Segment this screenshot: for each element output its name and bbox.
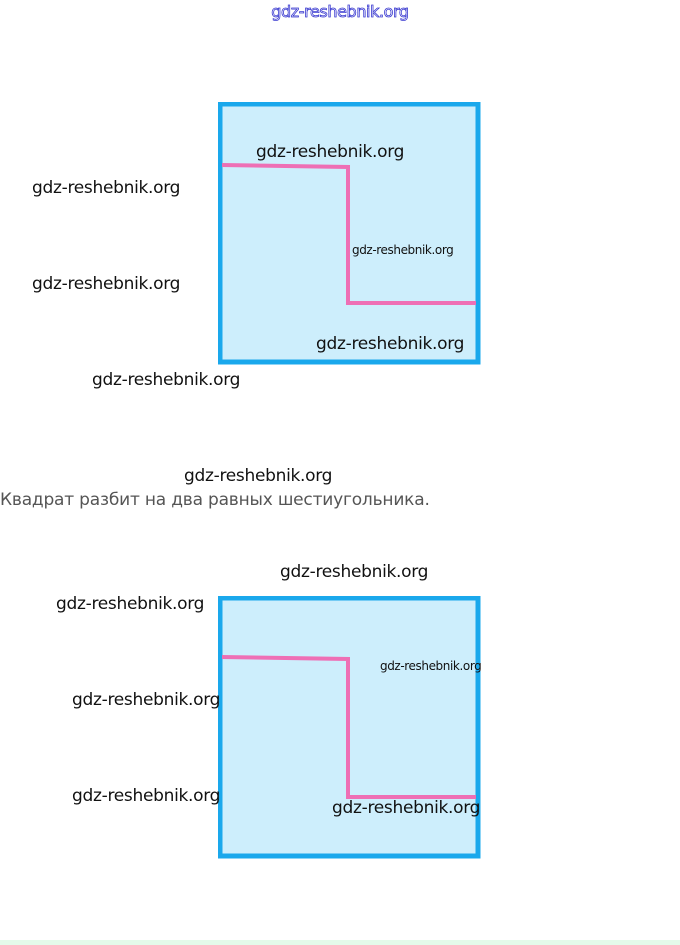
cut-line <box>221 163 476 305</box>
bottom-bar <box>0 940 680 945</box>
square-diagram-1 <box>218 102 481 365</box>
watermark: gdz-reshebnik.org <box>380 659 482 673</box>
cut-line <box>221 655 476 799</box>
watermark: gdz-reshebnik.org <box>32 178 181 198</box>
watermark: gdz-reshebnik.org <box>92 370 241 390</box>
header-watermark: gdz-reshebnik.org <box>271 2 410 22</box>
watermark: gdz-reshebnik.org <box>256 142 405 162</box>
watermark: gdz-reshebnik.org <box>316 334 465 354</box>
watermark: gdz-reshebnik.org <box>184 466 333 486</box>
caption-text: Квадрат разбит на два равных шестиугольн… <box>0 490 430 510</box>
square-diagram-2 <box>218 596 481 859</box>
watermark: gdz-reshebnik.org <box>32 274 181 294</box>
watermark: gdz-reshebnik.org <box>352 243 454 257</box>
watermark: gdz-reshebnik.org <box>332 798 481 818</box>
watermark: gdz-reshebnik.org <box>280 562 429 582</box>
watermark: gdz-reshebnik.org <box>56 594 205 614</box>
watermark: gdz-reshebnik.org <box>72 786 221 806</box>
square-figure-1 <box>218 102 481 365</box>
watermark: gdz-reshebnik.org <box>72 690 221 710</box>
square-figure-2 <box>218 596 481 859</box>
